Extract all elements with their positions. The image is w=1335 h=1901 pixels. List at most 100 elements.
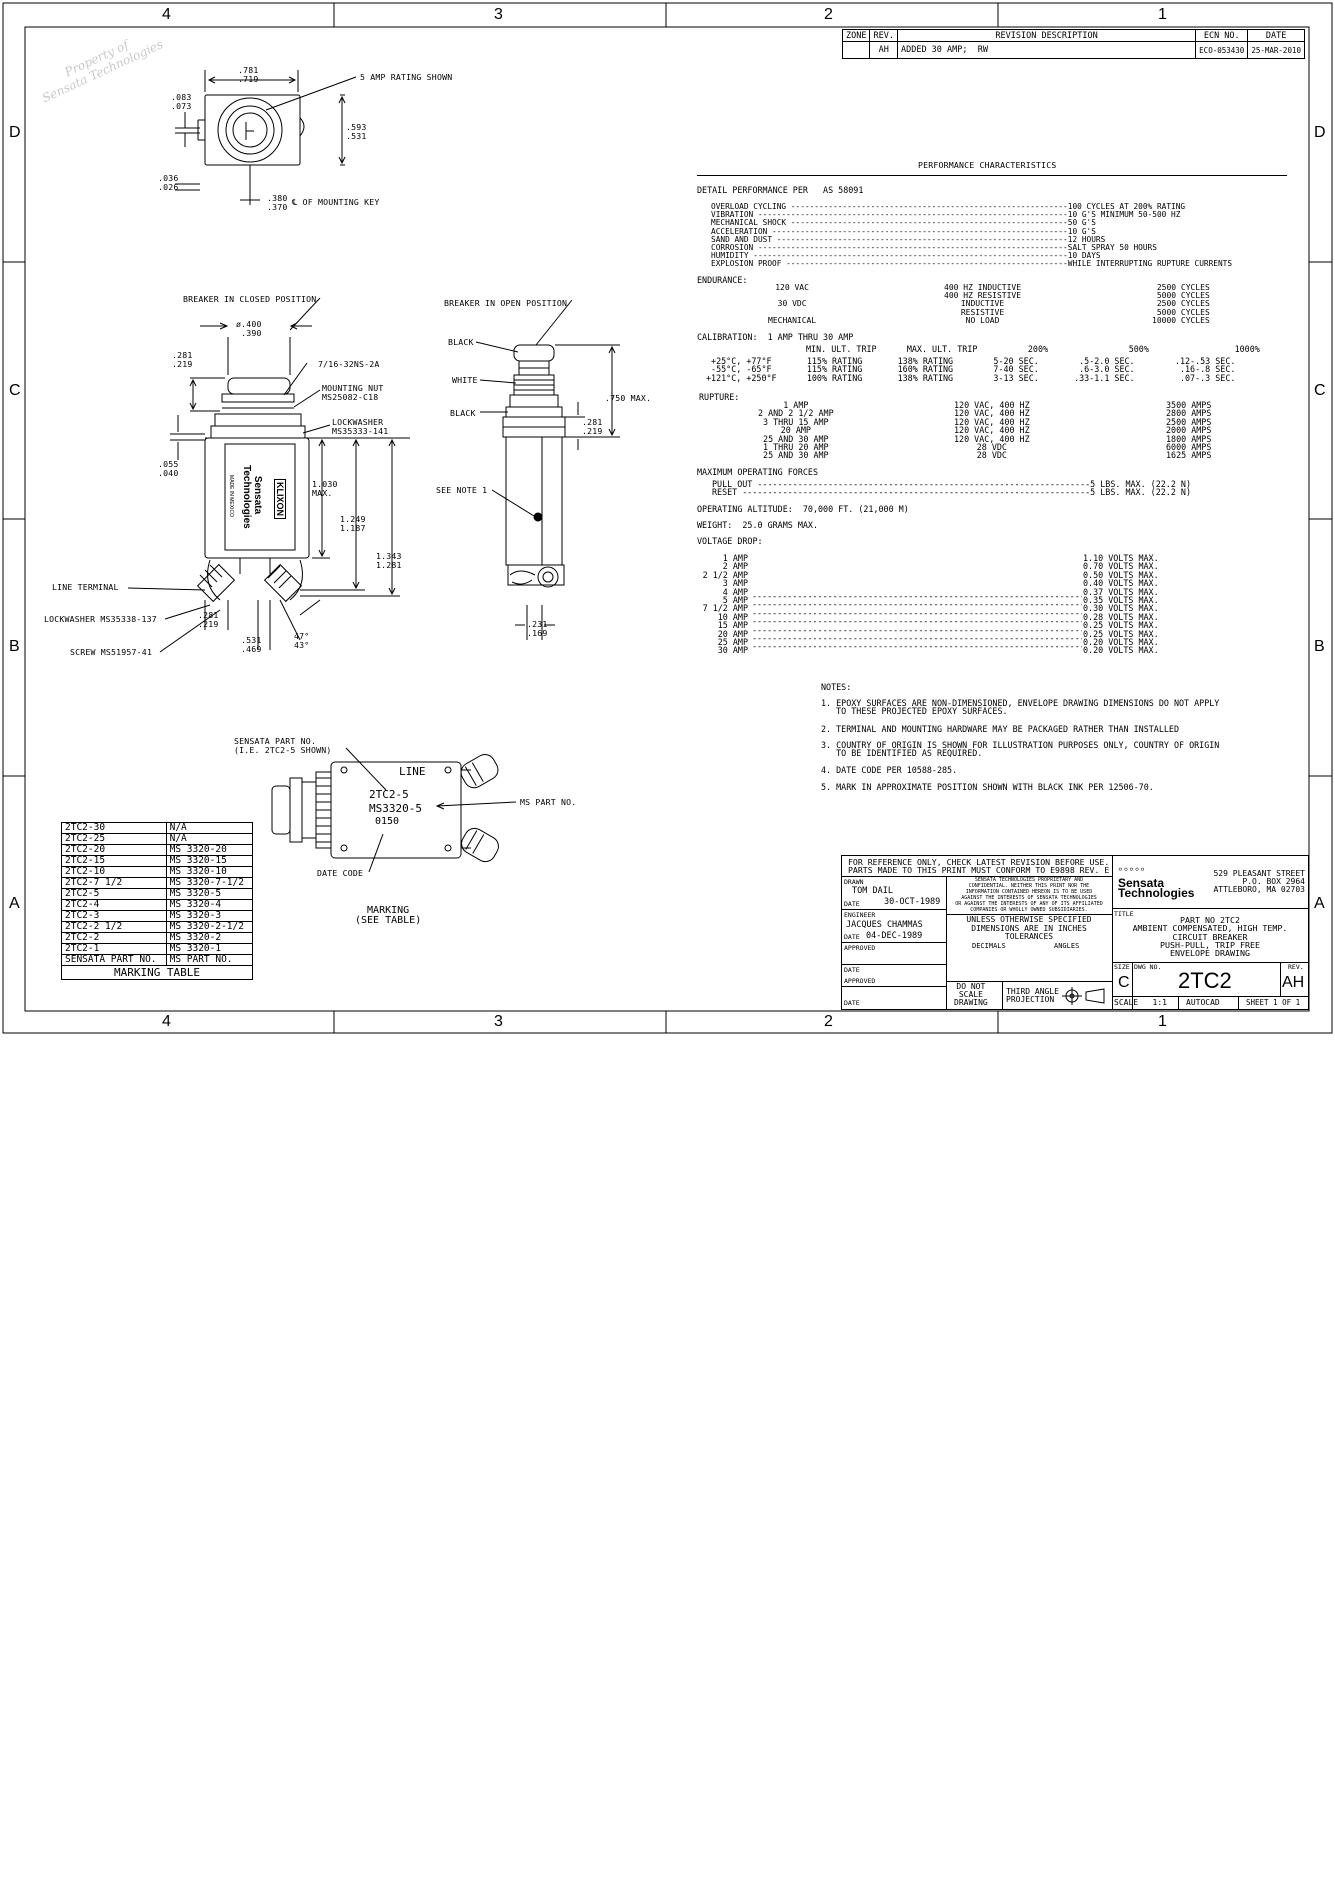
marking-table-sensata-cell: 2TC2-2 — [61, 932, 167, 944]
weight: WEIGHT: 25.0 GRAMS MAX. — [697, 520, 819, 530]
vdrop-dashes: ----------------------------------------… — [752, 591, 1082, 654]
tb-logo-dots: ⸰⸰⸰⸰⸰ — [1118, 865, 1146, 874]
calibration-label: CALIBRATION: 1 AMP THRU 30 AMP — [697, 332, 854, 342]
marking-table-ms-cell: N/A — [165, 822, 254, 834]
note-1: 1. EPOXY SURFACES ARE NON-DIMENSIONED, E… — [821, 698, 1220, 717]
revision-table: ZONE REV. REVISION DESCRIPTION ECN NO. D… — [841, 29, 1305, 59]
lockwasher-note: LOCKWASHER MS35333-141 — [332, 417, 389, 436]
tb-engineer-label: ENGINEER — [844, 911, 876, 919]
mounting-nut-note: MOUNTING NUT MS25082-C18 — [322, 383, 384, 402]
marking-ms: MS3320-5 — [369, 802, 422, 815]
see-note-1: SEE NOTE 1 — [436, 485, 488, 495]
marking-table-ms-cell: MS 3320-4 — [165, 899, 254, 911]
border-row-c: C — [9, 382, 21, 399]
lockwasher2-note: LOCKWASHER MS35338-137 — [44, 614, 157, 624]
tb-unless: UNLESS OTHERWISE SPECIFIED DIMENSIONS AR… — [966, 915, 1092, 941]
marking-table-sensata-cell: 2TC2-15 — [61, 855, 167, 867]
dim-height: .593 .531 — [346, 122, 367, 141]
open-title: BREAKER IN OPEN POSITION — [444, 298, 568, 308]
tb-reference: FOR REFERENCE ONLY, CHECK LATEST REVISIO… — [848, 857, 1110, 876]
marking-table-sensata-cell: 2TC2-10 — [61, 866, 167, 878]
dim-531: .531 .469 — [241, 635, 262, 654]
tb-size-label: SIZE — [1114, 963, 1130, 971]
dim-1343: 1.343 1.281 — [376, 551, 402, 570]
tb-angles: ANGLES — [1054, 942, 1080, 950]
marking-part: 2TC2-5 — [369, 788, 409, 801]
border-col-3: 3 — [494, 6, 503, 23]
tb-address: 529 PLEASANT STREET P.O. BOX 2964 ATTLEB… — [1213, 869, 1305, 895]
rev-head-date: DATE — [1247, 29, 1305, 42]
marking-table-ms-cell: MS 3320-2-1/2 — [165, 921, 254, 933]
endurance-left: 120 VAC 30 VDC MECHANICAL — [768, 283, 817, 325]
tb-dwg-label: DWG NO. — [1134, 963, 1162, 971]
forces: PULL OUT -------------------------------… — [712, 479, 1192, 498]
open-view-drawing — [475, 299, 620, 640]
rev-head-zone: ZONE — [841, 29, 871, 42]
endurance-right: 2500 CYCLES 5000 CYCLES 2500 CYCLES 5000… — [1152, 283, 1210, 325]
dim-055: .055 .040 — [158, 459, 179, 478]
border-row-a: A — [9, 895, 20, 912]
top-view-drawing — [175, 70, 357, 205]
endurance-label: ENDURANCE: — [697, 275, 748, 285]
marking-table-ms-cell: MS 3320-5 — [165, 888, 254, 900]
rev-head-ecn: ECN NO. — [1195, 29, 1249, 42]
border-col-2-bottom: 2 — [824, 1013, 833, 1030]
dim-diameter: ø.400 .390 — [236, 319, 262, 338]
border-col-1-bottom: 1 — [1158, 1013, 1167, 1030]
dim-231: .231 .169 — [527, 619, 548, 638]
rupture-right: 3500 AMPS 2800 AMPS 2500 AMPS 2000 AMPS … — [1166, 400, 1212, 461]
tb-eng-date-label: DATE — [844, 933, 860, 941]
dim-angle: 47° 43° — [294, 631, 310, 650]
note-4: 4. DATE CODE PER 10588-285. — [821, 765, 958, 775]
marking-table-sensata-cell: 2TC2-5 — [61, 888, 167, 900]
dim-1249: 1.249 1.187 — [340, 514, 366, 533]
rev-date: 25-MAR-2010 — [1247, 41, 1305, 59]
tb-do-not-scale: DO NOT SCALE DRAWING — [954, 982, 988, 1007]
marking-table-sensata-cell: 2TC2-1 — [61, 943, 167, 955]
breaker-label: Sensata Technologies MADE IN MEXICO KLIX… — [224, 446, 296, 550]
rev-ecn: ECO-053430 — [1195, 41, 1249, 59]
marking-table-ms-cell: MS 3320-20 — [165, 844, 254, 856]
rupture-left: 1 AMP 2 AND 2 1/2 AMP 3 THRU 15 AMP 20 A… — [758, 400, 834, 461]
dim-281-open: .281 .219 — [582, 417, 603, 436]
title-block: FOR REFERENCE ONLY, CHECK LATEST REVISIO… — [841, 855, 1309, 1010]
dim-width: .781 .719 — [238, 65, 259, 84]
border-col-3-bottom: 3 — [494, 1013, 503, 1030]
vdrop-left: 1 AMP 2 AMP 2 1/2 AMP 3 AMP 4 AMP 5 AMP … — [702, 553, 748, 656]
tb-drawn-by: TOM DAIL — [852, 886, 893, 896]
note-2: 2. TERMINAL AND MOUNTING HARDWARE MAY BE… — [821, 724, 1179, 734]
notes-title: NOTES: — [821, 682, 852, 692]
dim-281b: .281 .219 — [198, 610, 219, 629]
tb-title: PART NO 2TC2 AMBIENT COMPENSATED, HIGH T… — [1132, 915, 1288, 959]
marking-table-sensata-cell: 2TC2-20 — [61, 844, 167, 856]
tb-date-label-2: DATE — [844, 966, 860, 974]
tb-cad: AUTOCAD — [1186, 998, 1220, 1007]
rating-note: 5 AMP RATING SHOWN — [360, 72, 453, 82]
drawing-canvas — [2, 2, 1333, 1034]
border-row-c-right: C — [1314, 382, 1326, 399]
label-made: MADE IN MEXICO — [227, 475, 234, 517]
perf-detail: DETAIL PERFORMANCE PER AS 58091 — [697, 185, 864, 195]
projection-symbol — [1062, 987, 1105, 1005]
thread-note: 7/16-32NS-2A — [318, 359, 380, 369]
vdrop-right: 1.10 VOLTS MAX. 0.70 VOLTS MAX. 0.50 VOL… — [1083, 553, 1159, 656]
marking-table-ms-cell: N/A — [165, 833, 254, 845]
border-row-b-right: B — [1314, 638, 1325, 655]
marking-ms-part: MS PART NO. — [520, 797, 577, 807]
marking-table-caption: MARKING TABLE — [61, 965, 253, 980]
dim-1030: 1.030 MAX. — [312, 479, 338, 498]
line-terminal-note: LINE TERMINAL — [52, 582, 119, 592]
tb-drawn-date: 30-OCT-1989 — [884, 897, 941, 907]
rev-head-desc: REVISION DESCRIPTION — [896, 29, 1197, 42]
tb-rev-label: REV. — [1288, 963, 1304, 971]
perf-rule — [697, 175, 1287, 176]
